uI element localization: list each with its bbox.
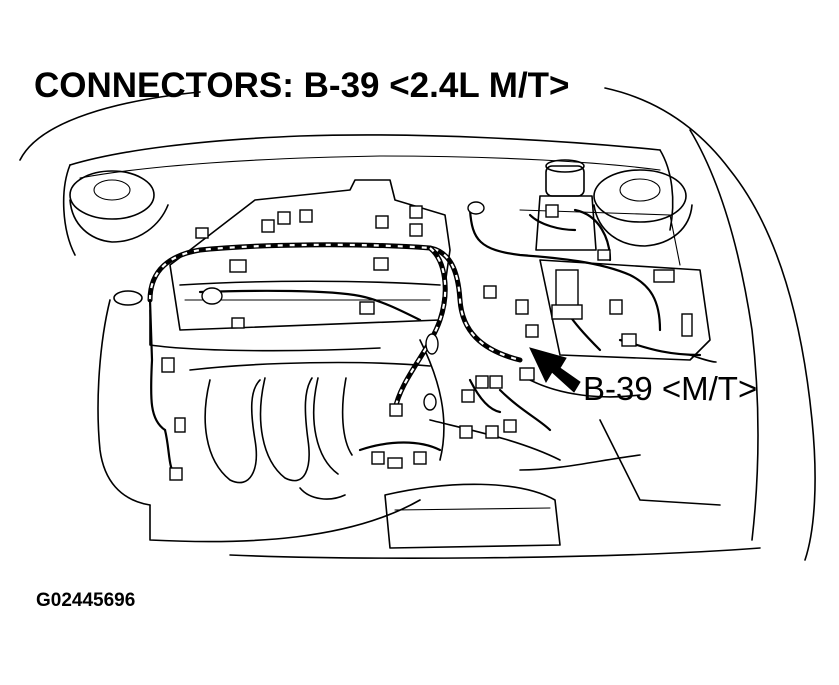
lower-structure [149,209,761,559]
b39-connector-block [551,269,583,320]
b39-callout-arrow [529,347,581,393]
main-harness [147,208,717,477]
b39-callout-label: B-39 <M/T> [583,370,758,407]
engine-block [97,179,451,506]
strut-tower-right [593,169,693,247]
diagram-title: CONNECTORS: B-39 <2.4L M/T> [34,66,570,105]
reservoir [535,159,597,251]
body-outline [19,87,816,561]
connector-group [161,201,675,481]
figure-id: G02445696 [36,590,136,611]
strut-tower-left [69,170,169,243]
